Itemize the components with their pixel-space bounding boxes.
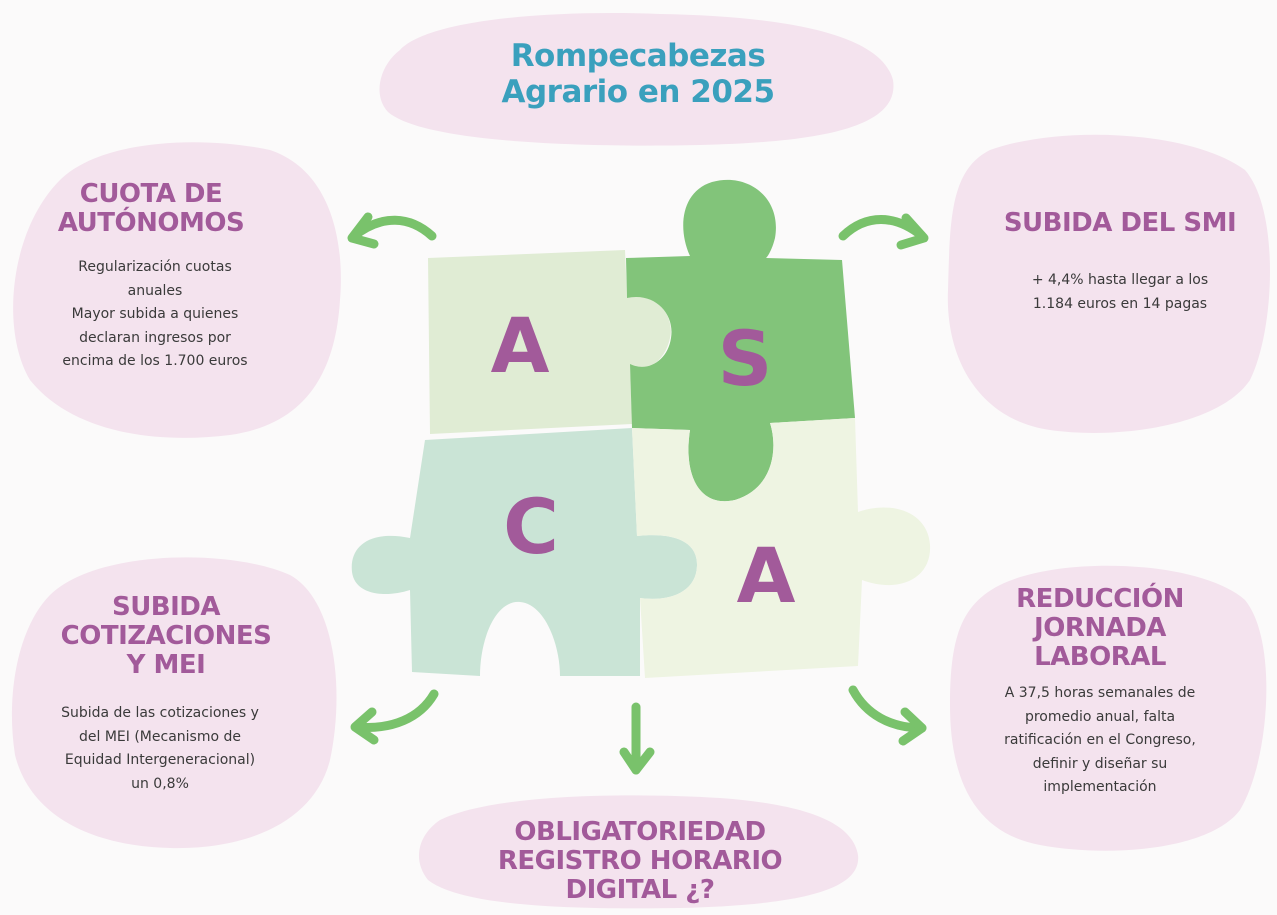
jornada-text: A 37,5 horas semanales de promedio anual… (1004, 685, 1196, 795)
puzzle-piece-top-right (626, 179, 855, 502)
puzzle-piece-top-left (428, 250, 671, 434)
jornada-heading: REDUCCIÓN JORNADA LABORAL (1016, 584, 1184, 672)
arrow-down-icon (619, 702, 655, 775)
curved-arrow-down-left-icon (350, 689, 439, 745)
puzzle-letter-s: S (718, 314, 773, 403)
jornada-blob (950, 565, 1267, 851)
smi-heading: SUBIDA DEL SMI (1003, 208, 1237, 238)
cuota-text: Regularización cuotas anuales Mayor subi… (62, 259, 248, 369)
puzzle-letter-a-top: A (491, 301, 550, 390)
smi-blob (947, 134, 1270, 433)
puzzle-piece-bottom-left (351, 428, 698, 676)
cotizaciones-heading: SUBIDA COTIZACIONES Y MEI (60, 592, 272, 680)
registro-blob (418, 795, 859, 909)
page-title: Rompecabezas Agrario en 2025 (501, 38, 775, 110)
puzzle-letter-c: C (503, 482, 559, 571)
curved-arrow-down-right-icon (848, 685, 927, 746)
curved-arrow-left-icon (347, 212, 437, 249)
cotizaciones-text: Subida de las cotizaciones y del MEI (Me… (61, 705, 259, 792)
registro-heading: OBLIGATORIEDAD REGISTRO HORARIO DIGITAL … (497, 817, 783, 905)
puzzle-letter-a-bottom: A (737, 531, 796, 620)
curved-arrow-right-icon (838, 213, 929, 250)
title-blob (379, 13, 894, 146)
puzzle-piece-bottom-right (632, 418, 931, 678)
smi-text: + 4,4% hasta llegar a los 1.184 euros en… (1031, 272, 1209, 312)
cuota-heading: CUOTA DE AUTÓNOMOS (57, 179, 245, 238)
cuota-blob (13, 142, 341, 438)
cotizaciones-blob (11, 557, 337, 849)
